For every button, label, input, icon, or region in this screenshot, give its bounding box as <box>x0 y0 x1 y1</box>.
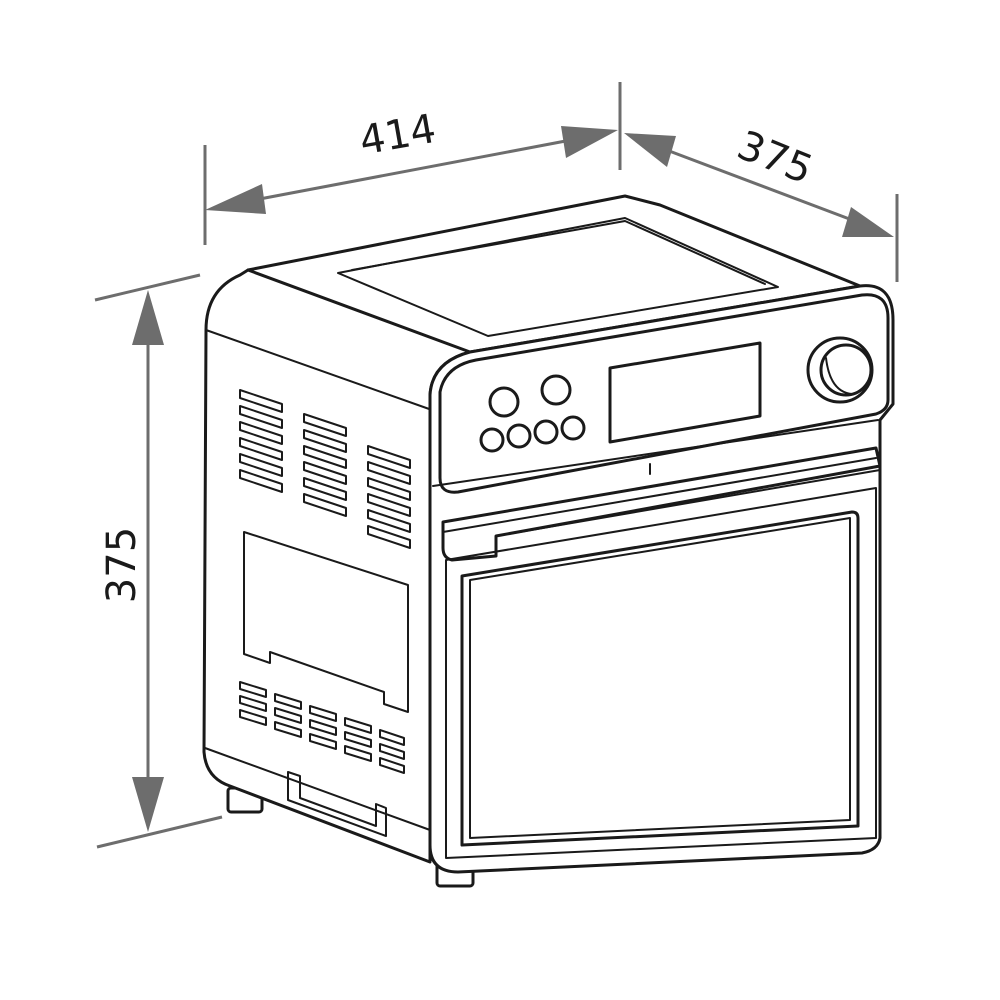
lower-vent-5 <box>379 729 405 774</box>
button-bottom-3[interactable] <box>533 419 559 445</box>
button-top-right[interactable] <box>540 374 572 406</box>
side-label-plate <box>243 531 409 713</box>
depth-dimension: 375 <box>624 122 899 282</box>
depth-arrow-left <box>624 133 676 167</box>
width-arrow-left <box>205 184 266 214</box>
width-dimension-line <box>227 134 593 207</box>
door-handle-edge <box>442 457 877 533</box>
panel-door-separator <box>432 419 879 487</box>
button-bottom-2[interactable] <box>506 423 532 449</box>
side-vents-lower <box>239 681 405 774</box>
vent-group-2 <box>303 413 347 517</box>
button-top-left[interactable] <box>488 386 520 418</box>
door-window <box>460 510 860 847</box>
crumb-tray-handle <box>287 771 387 837</box>
oven-base <box>429 852 863 873</box>
vent-group-3 <box>367 445 411 549</box>
depth-label: 375 <box>731 122 819 193</box>
width-label: 414 <box>356 106 439 165</box>
door-frame <box>445 487 877 859</box>
display-screen <box>608 341 762 444</box>
height-extension-top <box>94 273 201 302</box>
control-panel <box>438 293 890 494</box>
vent-group-1 <box>239 389 283 493</box>
height-arrow-top <box>132 290 164 345</box>
height-arrow-bottom <box>132 777 164 832</box>
depth-arrow-right <box>842 207 894 237</box>
lower-vent-4 <box>344 717 372 762</box>
height-dimension: 375 <box>94 273 223 849</box>
door-handle-lower <box>495 469 881 537</box>
oven <box>202 194 895 888</box>
button-bottom-4[interactable] <box>560 415 586 441</box>
side-vents-upper <box>239 389 411 549</box>
height-label: 375 <box>99 527 145 603</box>
width-arrow-right <box>561 126 618 158</box>
height-extension-bottom <box>96 815 223 849</box>
lower-vent-1 <box>239 681 267 726</box>
lower-vent-3 <box>309 705 337 750</box>
top-glass-panel <box>337 217 779 337</box>
control-buttons <box>479 374 586 453</box>
button-bottom-1[interactable] <box>479 427 505 453</box>
control-knob[interactable] <box>806 336 874 404</box>
depth-dimension-line <box>647 141 869 228</box>
knob-highlight <box>825 357 853 395</box>
side-top-edge <box>205 329 433 411</box>
top-glass-inner <box>351 220 766 285</box>
door-window-inner <box>469 517 851 839</box>
lower-vent-2 <box>274 693 302 738</box>
side-bottom-edge <box>204 747 431 831</box>
